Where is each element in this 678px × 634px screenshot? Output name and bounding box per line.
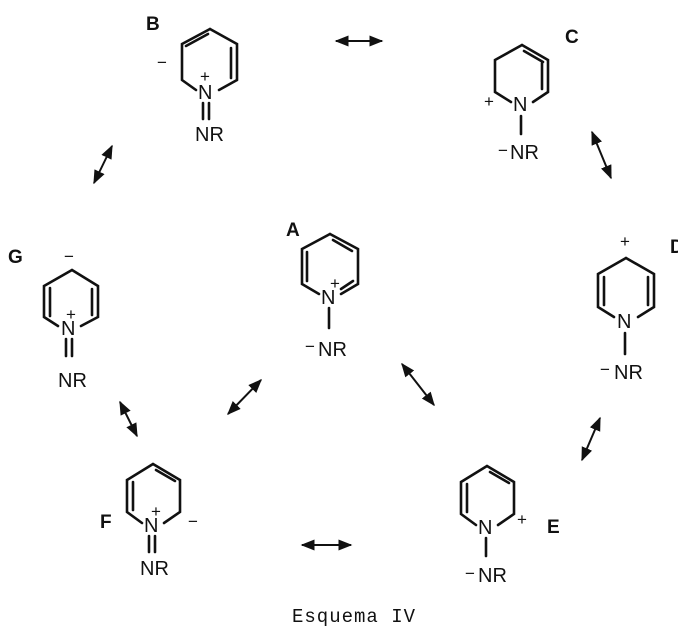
charge-minus: − — [64, 247, 74, 266]
structure-label-f: F — [100, 512, 112, 533]
charge-minus: − — [600, 360, 610, 379]
arrow-d-e — [581, 416, 601, 462]
atom-n: N — [478, 517, 492, 539]
charge-plus: + — [66, 305, 76, 324]
atom-n: N — [198, 82, 212, 104]
structure-a: A N + − NR — [286, 220, 360, 361]
arrow-g-f — [119, 400, 138, 438]
arrow-a-e — [401, 362, 435, 407]
substituent-nr: NR — [140, 558, 169, 580]
substituent-nr: NR — [510, 142, 539, 164]
substituent-nr: NR — [614, 362, 643, 384]
atom-n: N — [617, 311, 631, 333]
structure-label-g: G — [8, 247, 23, 268]
structure-g: G − N + NR — [8, 247, 100, 392]
structure-c: C N + − NR — [484, 27, 579, 164]
resonance-arrows — [93, 35, 612, 551]
atom-n: N — [321, 287, 335, 309]
charge-plus: + — [200, 67, 210, 86]
atom-n: N — [144, 515, 158, 537]
substituent-nr: NR — [318, 339, 347, 361]
charge-plus: + — [620, 232, 630, 251]
arrow-a-f — [227, 378, 262, 416]
arrow-c-d — [591, 130, 612, 180]
structure-b: B N + − NR — [146, 14, 239, 146]
substituent-nr: NR — [195, 124, 224, 146]
structure-label-d: D — [670, 237, 678, 258]
atom-n: N — [513, 94, 527, 116]
charge-minus: − — [157, 53, 167, 72]
charge-minus: − — [465, 564, 475, 583]
structure-label-b: B — [146, 14, 160, 35]
arrow-b-g — [93, 144, 113, 185]
charge-minus: − — [305, 337, 315, 356]
structure-label-a: A — [286, 220, 300, 241]
charge-plus: + — [517, 510, 527, 529]
charge-minus: − — [188, 512, 198, 531]
substituent-nr: NR — [478, 565, 507, 587]
atom-n: N — [61, 318, 75, 340]
charge-plus: + — [330, 274, 340, 293]
substituent-nr: NR — [58, 370, 87, 392]
structure-d: + D N − NR — [596, 232, 678, 384]
charge-plus: + — [151, 502, 161, 521]
structure-label-e: E — [547, 517, 560, 538]
charge-plus: + — [484, 92, 494, 111]
structure-e: N + E − NR — [459, 464, 560, 587]
charge-minus: − — [498, 141, 508, 160]
scheme-caption: Esquema IV — [292, 606, 416, 628]
structure-label-c: C — [565, 27, 579, 48]
structure-f: F N + − NR — [100, 462, 198, 580]
